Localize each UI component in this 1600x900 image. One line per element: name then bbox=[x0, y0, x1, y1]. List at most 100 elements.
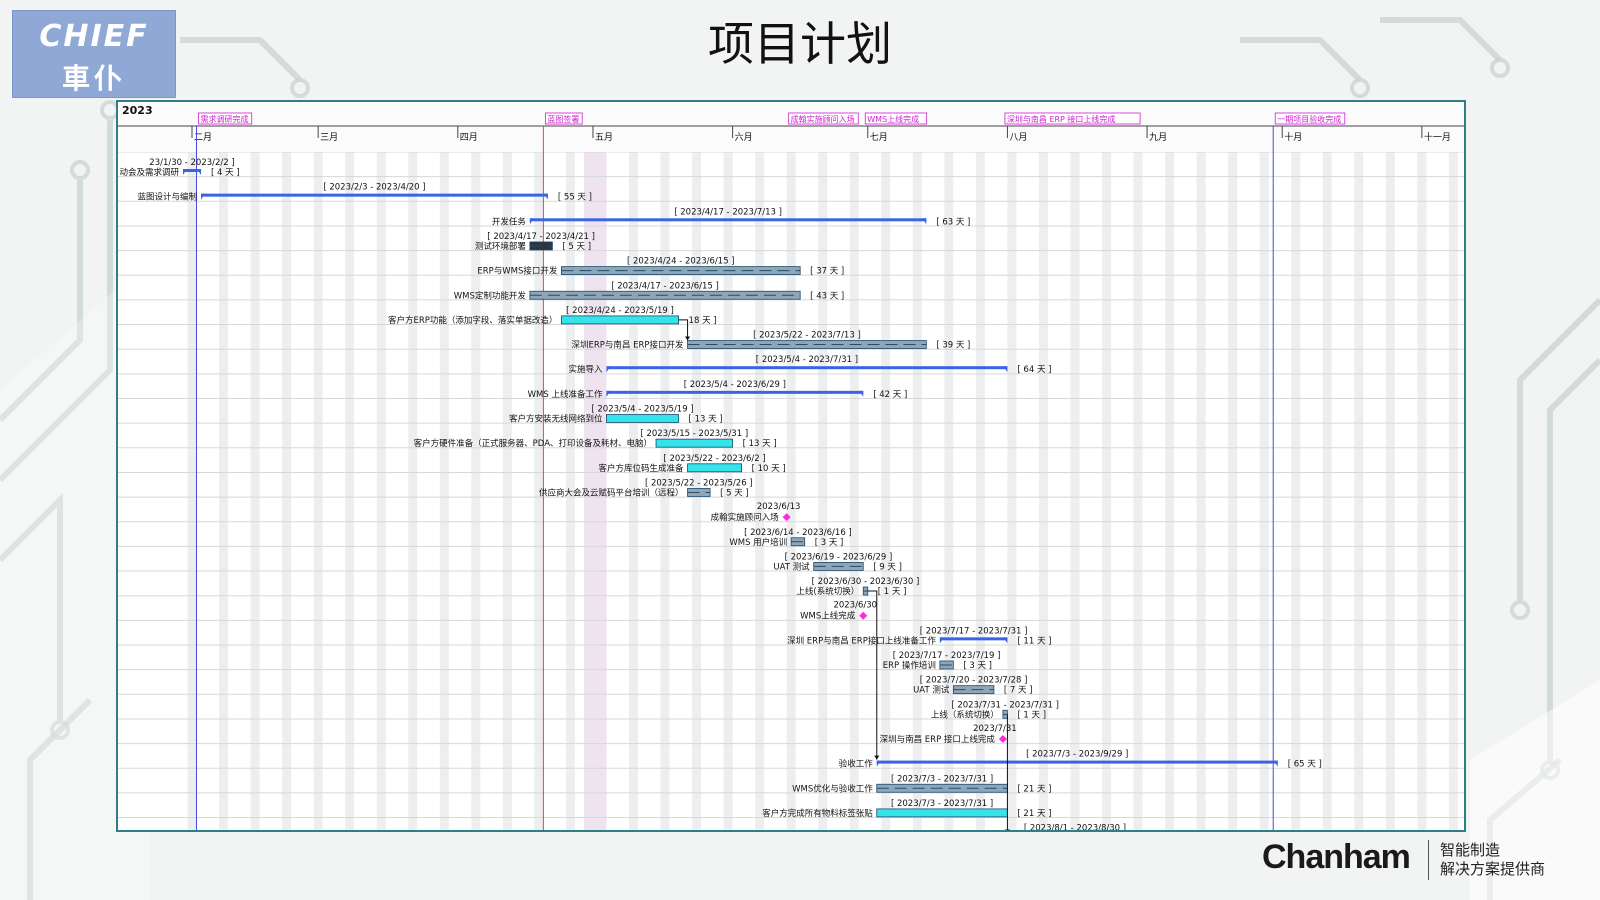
task-name-label: WMS上线完成 bbox=[800, 611, 856, 622]
summary-bar-cap bbox=[1003, 366, 1008, 373]
task-name-label: 客户方硬件准备（正式服务器、PDA、打印设备及耗材、电脑） bbox=[414, 438, 652, 449]
task-name-label: UAT 测试 bbox=[773, 561, 810, 572]
task-duration-label: 18 天 ] bbox=[689, 316, 717, 326]
task-duration-label: [ 3 天 ] bbox=[963, 661, 992, 671]
header-milestone-flag bbox=[198, 112, 253, 125]
task-range-label: [ 2023/4/24 - 2023/6/15 ] bbox=[627, 257, 735, 267]
task-range-label: [ 2023/7/20 - 2023/7/28 ] bbox=[920, 676, 1028, 686]
task-range-label: [ 2023/5/22 - 2023/7/13 ] bbox=[753, 331, 861, 341]
month-label: 九月 bbox=[1149, 132, 1167, 143]
header-milestone-flag bbox=[1004, 112, 1141, 125]
task-name-label: 深圳ERP与南昌 ERP接口开发 bbox=[572, 340, 685, 351]
summary-bar bbox=[183, 169, 202, 172]
weekend-stripe bbox=[534, 152, 544, 830]
header-milestone-flag bbox=[864, 112, 928, 125]
task-name-label: 客户方完成所有物料标签张贴 bbox=[762, 808, 873, 819]
task-range-label: [ 2023/4/17 - 2023/7/13 ] bbox=[674, 207, 782, 217]
task-name-label: UAT 测试 bbox=[913, 685, 950, 696]
task-range-label: [ 2023/5/4 - 2023/5/19 ] bbox=[591, 405, 693, 415]
brand-divider bbox=[1428, 840, 1429, 880]
month-label: 十月 bbox=[1284, 131, 1302, 143]
task-duration-label: [ 55 天 ] bbox=[558, 193, 592, 203]
weekend-stripe bbox=[1385, 152, 1395, 830]
weekend-stripe bbox=[723, 152, 733, 830]
task-bar bbox=[561, 315, 679, 325]
weekend-stripe bbox=[439, 152, 449, 830]
weekend-stripe bbox=[376, 152, 386, 830]
weekend-stripe bbox=[313, 152, 323, 830]
header-milestone-flag bbox=[544, 112, 583, 125]
summary-bar bbox=[529, 218, 927, 222]
weekend-stripe bbox=[881, 152, 891, 830]
summary-bar bbox=[606, 366, 1008, 370]
task-range-label: [ 2023/8/1 - 2023/8/30 ] bbox=[1024, 824, 1126, 830]
task-range-label: [ 2023/7/3 - 2023/7/31 ] bbox=[891, 799, 993, 809]
weekend-stripe bbox=[1007, 152, 1017, 830]
weekend-stripe bbox=[502, 152, 512, 830]
task-name-label: WMS 用户培训 bbox=[729, 537, 787, 548]
task-range-label: [ 2023/6/14 - 2023/6/16 ] bbox=[744, 528, 852, 538]
task-duration-label: [ 43 天 ] bbox=[810, 291, 844, 301]
header-milestone-label: 需求调研完成 bbox=[201, 114, 249, 124]
task-duration-label: [ 3 天 ] bbox=[815, 538, 844, 548]
weekend-stripe bbox=[912, 152, 922, 830]
month-label: 四月 bbox=[460, 132, 478, 143]
task-name-label: ERP与WMS接口开发 bbox=[477, 266, 558, 277]
task-range-label: 23/1/30 - 2023/2/2 ] bbox=[149, 158, 234, 168]
task-bar bbox=[606, 414, 679, 423]
task-bar bbox=[687, 463, 743, 473]
task-range-label: [ 2023/4/24 - 2023/5/19 ] bbox=[566, 306, 674, 316]
task-duration-label: [ 21 天 ] bbox=[1017, 784, 1051, 794]
milestone-diamond bbox=[998, 734, 1007, 743]
task-range-label: 2023/7/31 bbox=[973, 724, 1017, 734]
summary-bar bbox=[201, 193, 548, 197]
task-name-label: WMS优化与验收工作 bbox=[792, 783, 873, 794]
task-range-label: [ 2023/5/15 - 2023/5/31 ] bbox=[640, 429, 748, 439]
weekend-stripe bbox=[565, 152, 575, 830]
task-name-label: 供应商大会及云赋码平台培训（远程） bbox=[539, 487, 684, 498]
weekend-stripe bbox=[660, 152, 670, 830]
weekend-stripe bbox=[282, 152, 292, 830]
month-label: 八月 bbox=[1009, 132, 1027, 143]
task-duration-label: [ 65 天 ] bbox=[1288, 760, 1322, 770]
header-milestone-label: 成翰实施顾问入场 bbox=[791, 114, 855, 124]
summary-bar-cap bbox=[1273, 760, 1278, 767]
task-name-label: 客户方ERP功能（添加字段、落实单据改造） bbox=[388, 315, 557, 326]
summary-bar-cap bbox=[939, 637, 944, 644]
task-range-label: [ 2023/7/31 - 2023/7/31 ] bbox=[951, 700, 1059, 710]
weekend-stripe bbox=[1102, 152, 1112, 830]
weekend-stripe bbox=[1448, 152, 1458, 830]
month-label: 五月 bbox=[595, 132, 613, 143]
task-name-label: 测试环境部署 bbox=[475, 241, 527, 252]
weekend-stripe bbox=[408, 152, 418, 830]
task-name-label: 客户方库位码生成准备 bbox=[599, 463, 685, 474]
task-name-label: 上线（系统切换） bbox=[931, 709, 999, 720]
header-milestone-label: 深圳与南昌 ERP 接口上线完成 bbox=[1007, 114, 1116, 124]
header-milestone-flag bbox=[788, 112, 859, 125]
summary-bar-cap bbox=[183, 169, 187, 175]
dependency-arrow-head bbox=[685, 336, 691, 341]
task-range-label: [ 2023/5/4 - 2023/7/31 ] bbox=[756, 355, 858, 365]
month-label: 十一月 bbox=[1424, 131, 1451, 143]
task-range-label: [ 2023/5/22 - 2023/6/2 ] bbox=[663, 454, 765, 464]
task-duration-label: [ 9 天 ] bbox=[873, 562, 902, 572]
weekend-stripe bbox=[187, 152, 197, 830]
dependency-arrow-head bbox=[874, 755, 880, 760]
month-label: 六月 bbox=[735, 131, 753, 143]
weekend-stripe bbox=[1291, 152, 1301, 830]
dependency-arrow bbox=[867, 590, 878, 760]
task-duration-label: [ 10 天 ] bbox=[752, 464, 786, 474]
task-name-label: 成翰实施顾问入场 bbox=[711, 512, 779, 523]
task-range-label: [ 2023/7/17 - 2023/7/31 ] bbox=[920, 626, 1028, 636]
summary-bar-cap bbox=[922, 218, 927, 225]
task-range-label: [ 2023/7/17 - 2023/7/19 ] bbox=[893, 651, 1001, 661]
task-name-label: ERP 操作培训 bbox=[883, 660, 936, 671]
task-bar bbox=[655, 438, 734, 448]
weekend-stripe bbox=[1165, 152, 1175, 830]
task-range-label: [ 2023/5/22 - 2023/5/26 ] bbox=[645, 478, 753, 488]
header-milestone-label: WMS上线完成 bbox=[867, 114, 919, 124]
weekend-stripe bbox=[1322, 152, 1332, 830]
header-milestone-label: 一期项目验收完成 bbox=[1277, 114, 1341, 124]
summary-bar bbox=[876, 760, 1278, 764]
task-duration-label: [ 1 天 ] bbox=[878, 587, 907, 597]
